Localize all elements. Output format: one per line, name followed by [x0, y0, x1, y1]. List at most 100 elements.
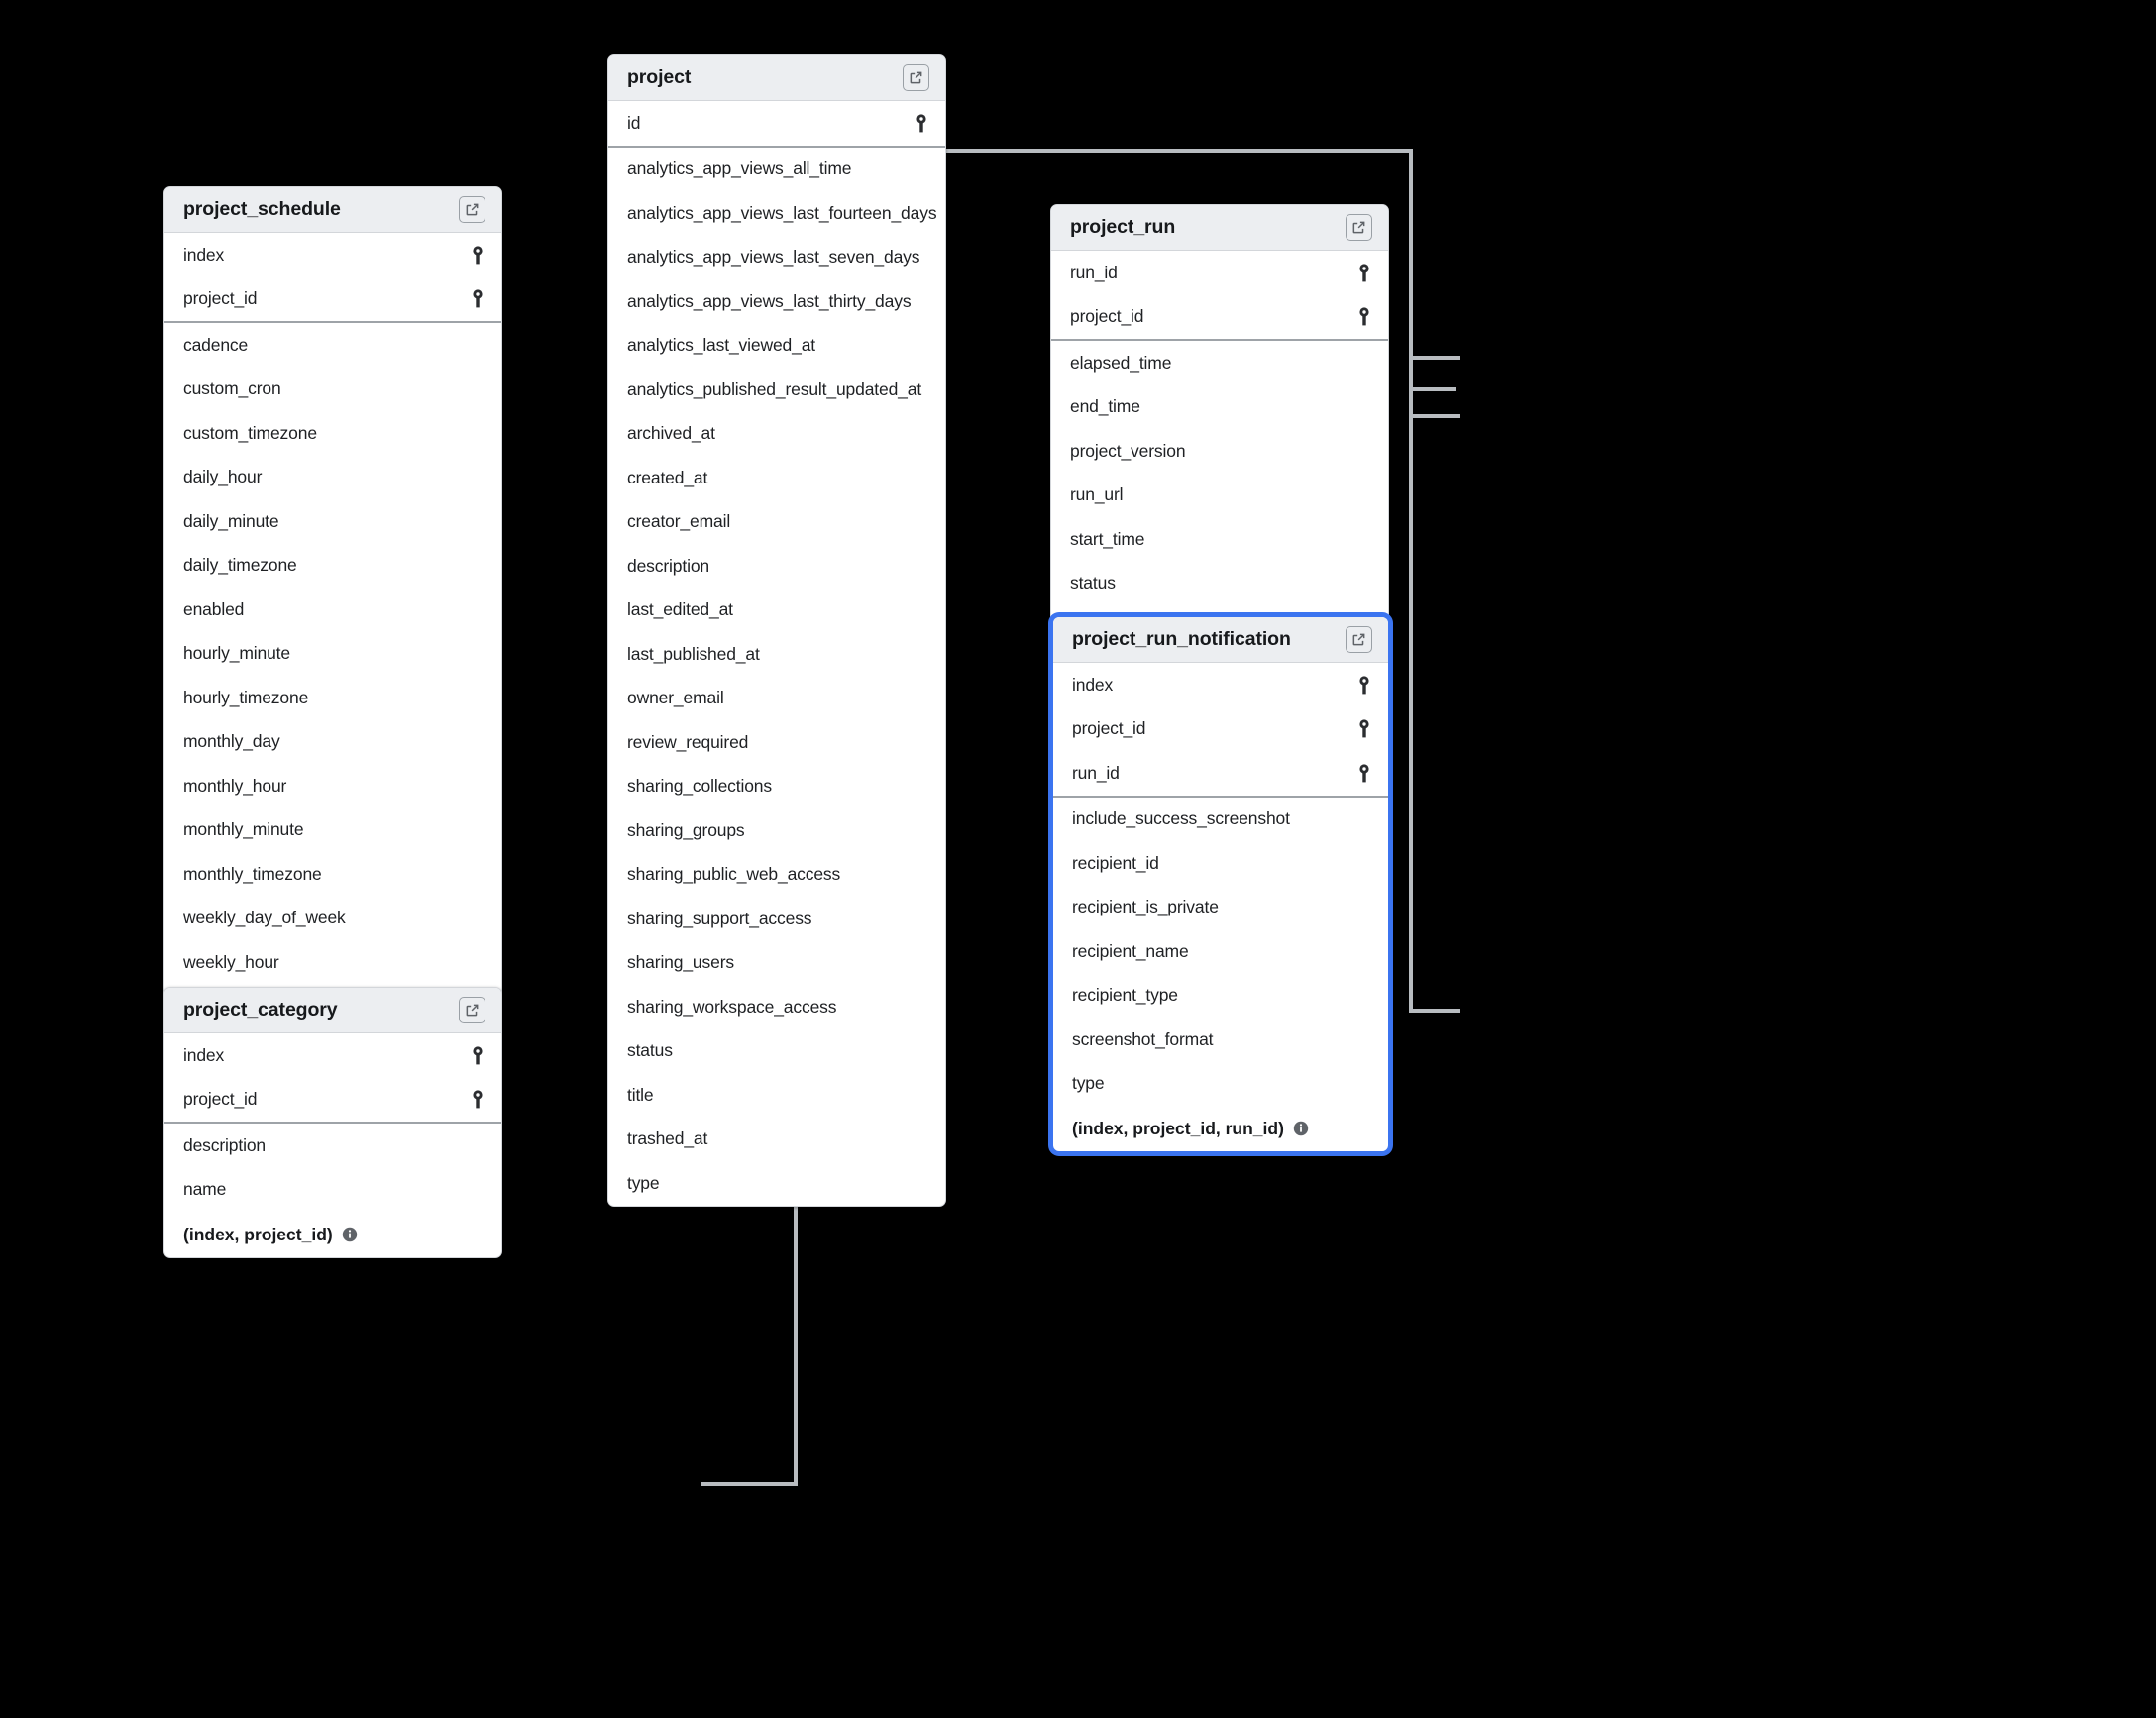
field-row[interactable]: hourly_minute — [164, 632, 501, 677]
field-row[interactable]: weekly_day_of_week — [164, 897, 501, 941]
field-row[interactable]: last_published_at — [608, 632, 945, 677]
field-row[interactable]: last_edited_at — [608, 589, 945, 633]
composite-index-row[interactable]: (index, project_id) — [164, 1212, 501, 1257]
field-row[interactable]: project_id — [1051, 295, 1388, 340]
entity-card-project-schedule[interactable]: project_schedule index project_id — [163, 186, 502, 1120]
field-row[interactable]: title — [608, 1073, 945, 1118]
composite-index-label: (index, project_id, run_id) — [1072, 1118, 1284, 1138]
field-row[interactable]: project_id — [164, 277, 501, 322]
field-row[interactable]: daily_timezone — [164, 544, 501, 589]
field-row[interactable]: sharing_workspace_access — [608, 985, 945, 1029]
field-name: archived_at — [627, 423, 715, 444]
field-name: analytics_published_result_updated_at — [627, 378, 922, 399]
field-row[interactable]: monthly_hour — [164, 764, 501, 808]
field-row[interactable]: sharing_users — [608, 941, 945, 986]
field-row[interactable]: archived_at — [608, 412, 945, 457]
field-row[interactable]: analytics_app_views_last_thirty_days — [608, 279, 945, 324]
field-row[interactable]: recipient_type — [1053, 974, 1388, 1019]
field-name: end_time — [1070, 396, 1140, 417]
field-row[interactable]: project_version — [1051, 429, 1388, 474]
field-row[interactable]: cadence — [164, 323, 501, 368]
field-row[interactable]: project_id — [164, 1078, 501, 1123]
field-row[interactable]: id — [608, 101, 945, 146]
field-row[interactable]: elapsed_time — [1051, 341, 1388, 385]
field-row[interactable]: sharing_collections — [608, 765, 945, 809]
external-link-icon[interactable] — [459, 997, 485, 1023]
field-row[interactable]: hourly_timezone — [164, 676, 501, 720]
field-row[interactable]: sharing_groups — [608, 808, 945, 853]
primary-key-group: index project_id run_id — [1053, 663, 1388, 798]
field-row[interactable]: monthly_minute — [164, 808, 501, 853]
field-row[interactable]: trashed_at — [608, 1118, 945, 1162]
field-row[interactable]: recipient_is_private — [1053, 886, 1388, 930]
field-name: analytics_last_viewed_at — [627, 335, 815, 356]
field-name: description — [183, 1134, 266, 1155]
field-row[interactable]: end_time — [1051, 385, 1388, 430]
field-row[interactable]: analytics_last_viewed_at — [608, 324, 945, 369]
field-name: monthly_timezone — [183, 863, 322, 884]
field-row[interactable]: daily_hour — [164, 456, 501, 500]
field-row[interactable]: owner_email — [608, 677, 945, 721]
entity-header: project_category — [164, 988, 501, 1033]
field-row[interactable]: type — [1053, 1062, 1388, 1107]
field-name: custom_cron — [183, 378, 281, 399]
field-row[interactable]: sharing_support_access — [608, 897, 945, 941]
composite-index-row[interactable]: (index, project_id, run_id) — [1053, 1106, 1388, 1151]
field-row[interactable]: description — [608, 544, 945, 589]
field-row[interactable]: type — [608, 1161, 945, 1206]
field-row[interactable]: run_id — [1051, 251, 1388, 295]
field-row[interactable]: run_url — [1051, 474, 1388, 518]
field-row[interactable]: status — [608, 1029, 945, 1074]
field-row[interactable]: name — [164, 1168, 501, 1213]
field-name: analytics_app_views_last_fourteen_days — [627, 202, 937, 223]
primary-key-group: run_id project_id — [1051, 251, 1388, 341]
info-icon[interactable] — [342, 1227, 358, 1242]
field-row[interactable]: monthly_day — [164, 720, 501, 765]
field-name: screenshot_format — [1072, 1028, 1214, 1049]
entity-header: project — [608, 55, 945, 101]
external-link-icon[interactable] — [1346, 214, 1372, 241]
external-link-icon[interactable] — [903, 64, 929, 91]
field-row[interactable]: analytics_published_result_updated_at — [608, 368, 945, 412]
field-name: recipient_type — [1072, 985, 1178, 1006]
field-row[interactable]: enabled — [164, 588, 501, 632]
field-row[interactable]: recipient_id — [1053, 841, 1388, 886]
info-icon[interactable] — [1293, 1121, 1309, 1136]
external-link-icon[interactable] — [459, 196, 485, 223]
field-row[interactable]: custom_timezone — [164, 411, 501, 456]
field-row[interactable]: start_time — [1051, 517, 1388, 562]
entity-card-project[interactable]: project id analytics_app_views_all_time … — [607, 54, 946, 1207]
field-row[interactable]: daily_minute — [164, 499, 501, 544]
field-row[interactable]: monthly_timezone — [164, 852, 501, 897]
entity-card-project-run-notification[interactable]: project_run_notification index project_i… — [1049, 613, 1392, 1155]
field-row[interactable]: sharing_public_web_access — [608, 853, 945, 898]
field-row[interactable]: custom_cron — [164, 368, 501, 412]
field-row[interactable]: status — [1051, 562, 1388, 606]
field-row[interactable]: analytics_app_views_last_fourteen_days — [608, 191, 945, 236]
external-link-icon[interactable] — [1346, 626, 1372, 653]
field-name: hourly_minute — [183, 643, 290, 664]
key-icon — [470, 289, 485, 308]
field-row[interactable]: analytics_app_views_all_time — [608, 148, 945, 192]
field-row[interactable]: description — [164, 1124, 501, 1168]
field-row[interactable]: include_success_screenshot — [1053, 798, 1388, 842]
field-row[interactable]: index — [164, 1033, 501, 1078]
field-row[interactable]: screenshot_format — [1053, 1018, 1388, 1062]
field-row[interactable]: creator_email — [608, 500, 945, 545]
field-row[interactable]: project_id — [1053, 707, 1388, 752]
field-row[interactable]: analytics_app_views_last_seven_days — [608, 236, 945, 280]
field-row[interactable]: run_id — [1053, 751, 1388, 796]
field-row[interactable]: index — [164, 233, 501, 277]
field-row[interactable]: recipient_name — [1053, 929, 1388, 974]
field-row[interactable]: created_at — [608, 456, 945, 500]
field-row[interactable]: review_required — [608, 720, 945, 765]
entity-card-project-category[interactable]: project_category index project_id — [163, 987, 502, 1258]
field-name: last_published_at — [627, 643, 760, 664]
field-name: trashed_at — [627, 1128, 708, 1149]
field-name: index — [183, 1044, 225, 1065]
field-row[interactable]: index — [1053, 663, 1388, 707]
field-name: hourly_timezone — [183, 687, 309, 707]
field-name: daily_hour — [183, 467, 263, 487]
field-row[interactable]: weekly_hour — [164, 940, 501, 985]
